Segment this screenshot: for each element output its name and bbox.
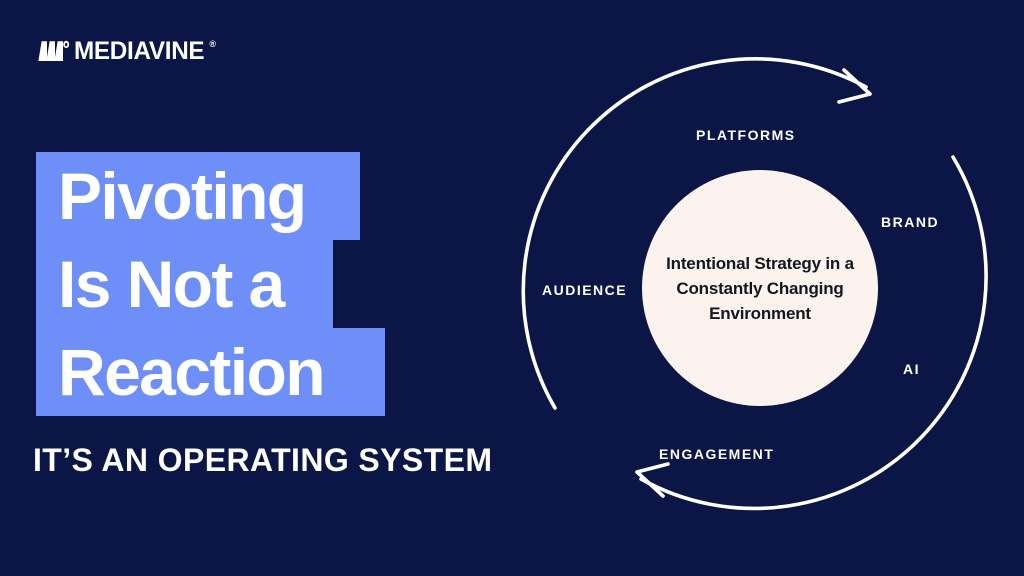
upper-arc-icon	[521, 57, 872, 410]
headline-block: Pivoting Is Not a Reaction	[36, 152, 385, 416]
mediavine-logo: MEDIAVINE ®	[38, 38, 216, 64]
orbit-label-audience: AUDIENCE	[542, 282, 628, 298]
subheadline: IT’S AN OPERATING SYSTEM	[33, 442, 493, 478]
lower-arc-icon	[635, 155, 988, 511]
mediavine-bars-icon	[38, 40, 70, 61]
orbit-label-platforms: PLATFORMS	[696, 127, 796, 143]
orbit-label-engagement: ENGAGEMENT	[659, 446, 775, 462]
center-circle: Intentional Strategy in a Constantly Cha…	[642, 170, 878, 406]
headline-line-1: Pivoting	[36, 152, 360, 240]
center-circle-text: Intentional Strategy in a Constantly Cha…	[666, 253, 854, 323]
headline-line-2: Is Not a	[36, 240, 333, 328]
headline-line-3: Reaction	[36, 328, 385, 416]
cycle-arcs	[521, 57, 988, 511]
orbit-label-ai: AI	[903, 361, 920, 377]
mediavine-wordmark: MEDIAVINE	[74, 37, 205, 65]
cycle-diagram: Intentional Strategy in a Constantly Cha…	[500, 35, 1010, 545]
registered-trademark-mark: ®	[209, 39, 216, 49]
orbit-label-brand: BRAND	[881, 214, 940, 230]
